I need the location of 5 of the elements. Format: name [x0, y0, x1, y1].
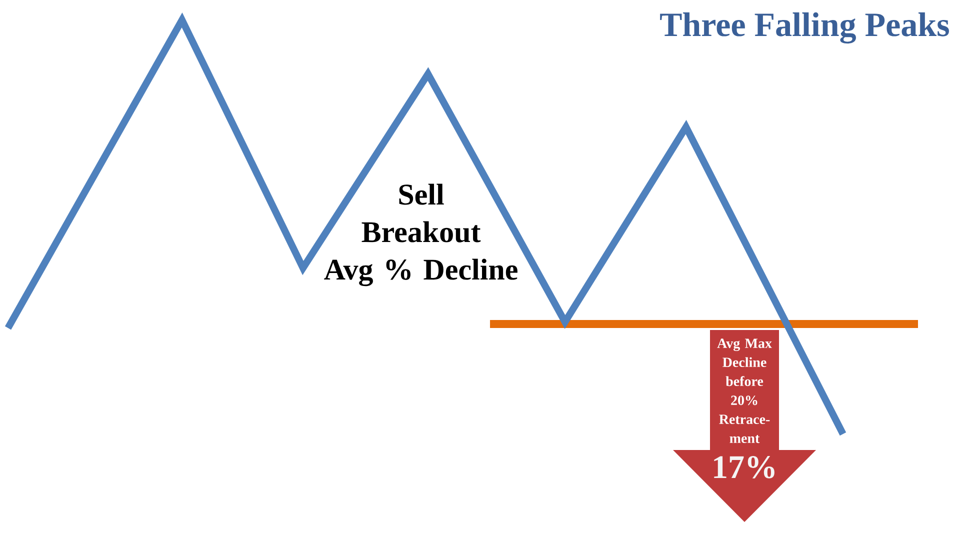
annotation-text: Sell Breakout Avg % Decline [324, 184, 518, 286]
title: Three Falling Peaks [660, 12, 949, 44]
arrow-label: Avg Max Decline before 20% Retrace- ment [717, 338, 772, 444]
percentage-value: 17% [714, 456, 774, 478]
down-arrow [673, 330, 816, 522]
